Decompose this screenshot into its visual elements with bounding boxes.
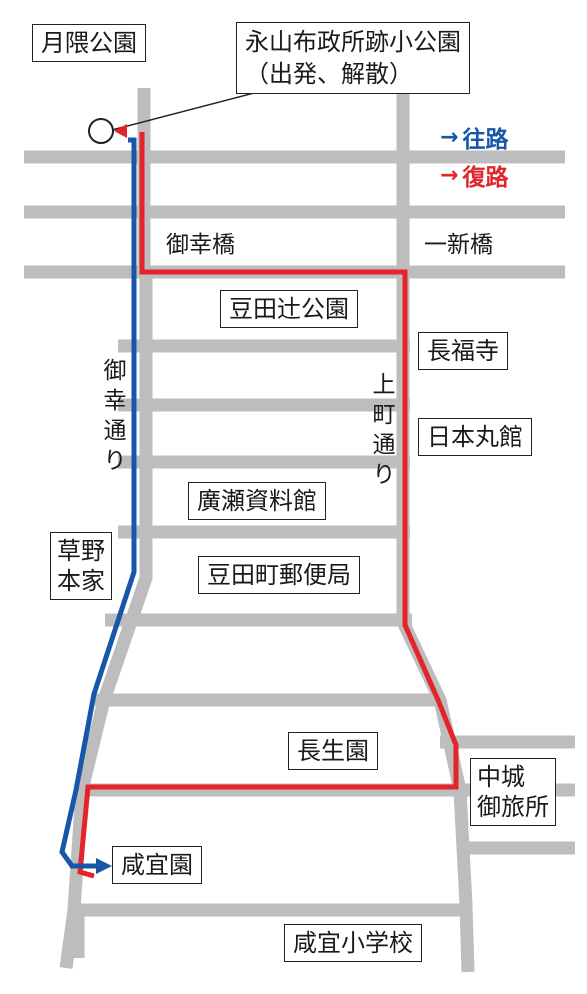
street-label-miyuki-bridge: 御幸橋 (166, 232, 235, 258)
return-arrowhead (114, 124, 127, 138)
street-label-char: 御 (104, 358, 127, 384)
street-label-char: 町 (373, 402, 396, 428)
return-arrow-icon: → (440, 162, 459, 188)
street-labels: 御幸橋一新橋御幸通り上町通り (104, 232, 494, 488)
landmark-label: 本家 (57, 567, 105, 595)
landmark-chofukuji: 長福寺 (418, 332, 508, 370)
outbound-route-line (59, 137, 137, 869)
street-label-char: 通 (104, 418, 127, 444)
landmark-label: 草野 (57, 537, 105, 565)
street-label-char: 上 (373, 372, 396, 398)
street-label-char: り (373, 462, 396, 488)
callout-leader-line (111, 91, 259, 131)
legend-outbound-label: 往路 (462, 127, 509, 153)
landmark-tsukikuma-park: 月隈公園 (32, 24, 146, 62)
landmark-label: 月隈公園 (41, 29, 137, 57)
outbound-arrow-icon: → (440, 124, 459, 150)
street-label-char: 幸 (104, 388, 127, 414)
landmark-label: 御旅所 (477, 793, 549, 821)
street-label-char: 通 (373, 432, 396, 458)
legend-return: → 復路 (440, 158, 508, 192)
landmark-label: 長生園 (297, 737, 369, 765)
legend-outbound: → 往路 (440, 120, 508, 154)
landmark-label: 咸宜園 (121, 851, 193, 879)
walking-routes (59, 91, 459, 879)
street-label-ichishin-bridge: 一新橋 (424, 232, 493, 258)
landmark-label: 永山布政所跡小公園 (245, 28, 461, 56)
landmark-mameda-tsuji-park: 豆田辻公園 (220, 290, 358, 328)
landmark-nihonmaru-kan: 日本丸館 (418, 418, 532, 456)
return-route-line (77, 132, 459, 879)
street-label-char: り (104, 448, 127, 474)
landmark-post-office: 豆田町郵便局 (198, 556, 360, 594)
landmark-kusano-honke: 草野 本家 (50, 532, 112, 600)
landmark-label: 咸宜小学校 (293, 929, 413, 957)
landmark-label: 豆田辻公園 (229, 295, 349, 323)
landmark-label: 長福寺 (427, 337, 499, 365)
landmark-start-park: 永山布政所跡小公園 （出発、解散） (236, 22, 470, 94)
landmark-label: 日本丸館 (427, 423, 523, 451)
legend-return-label: 復路 (462, 165, 509, 191)
landmark-label: 豆田町郵便局 (207, 561, 351, 589)
landmark-choseien: 長生園 (288, 732, 378, 770)
road-network (24, 85, 575, 973)
landmark-note: （出発、解散） (245, 60, 413, 88)
landmark-nakajo-otabisho: 中城 御旅所 (470, 758, 556, 826)
start-point-marker (88, 118, 114, 144)
landmark-label: 中城 (477, 763, 525, 791)
outbound-arrowhead (96, 858, 112, 874)
landmark-kangien: 咸宜園 (112, 846, 202, 884)
landmark-label: 廣瀬資料館 (197, 487, 317, 515)
landmark-hirose-museum: 廣瀬資料館 (188, 482, 326, 520)
landmark-kangi-school: 咸宜小学校 (284, 924, 422, 962)
